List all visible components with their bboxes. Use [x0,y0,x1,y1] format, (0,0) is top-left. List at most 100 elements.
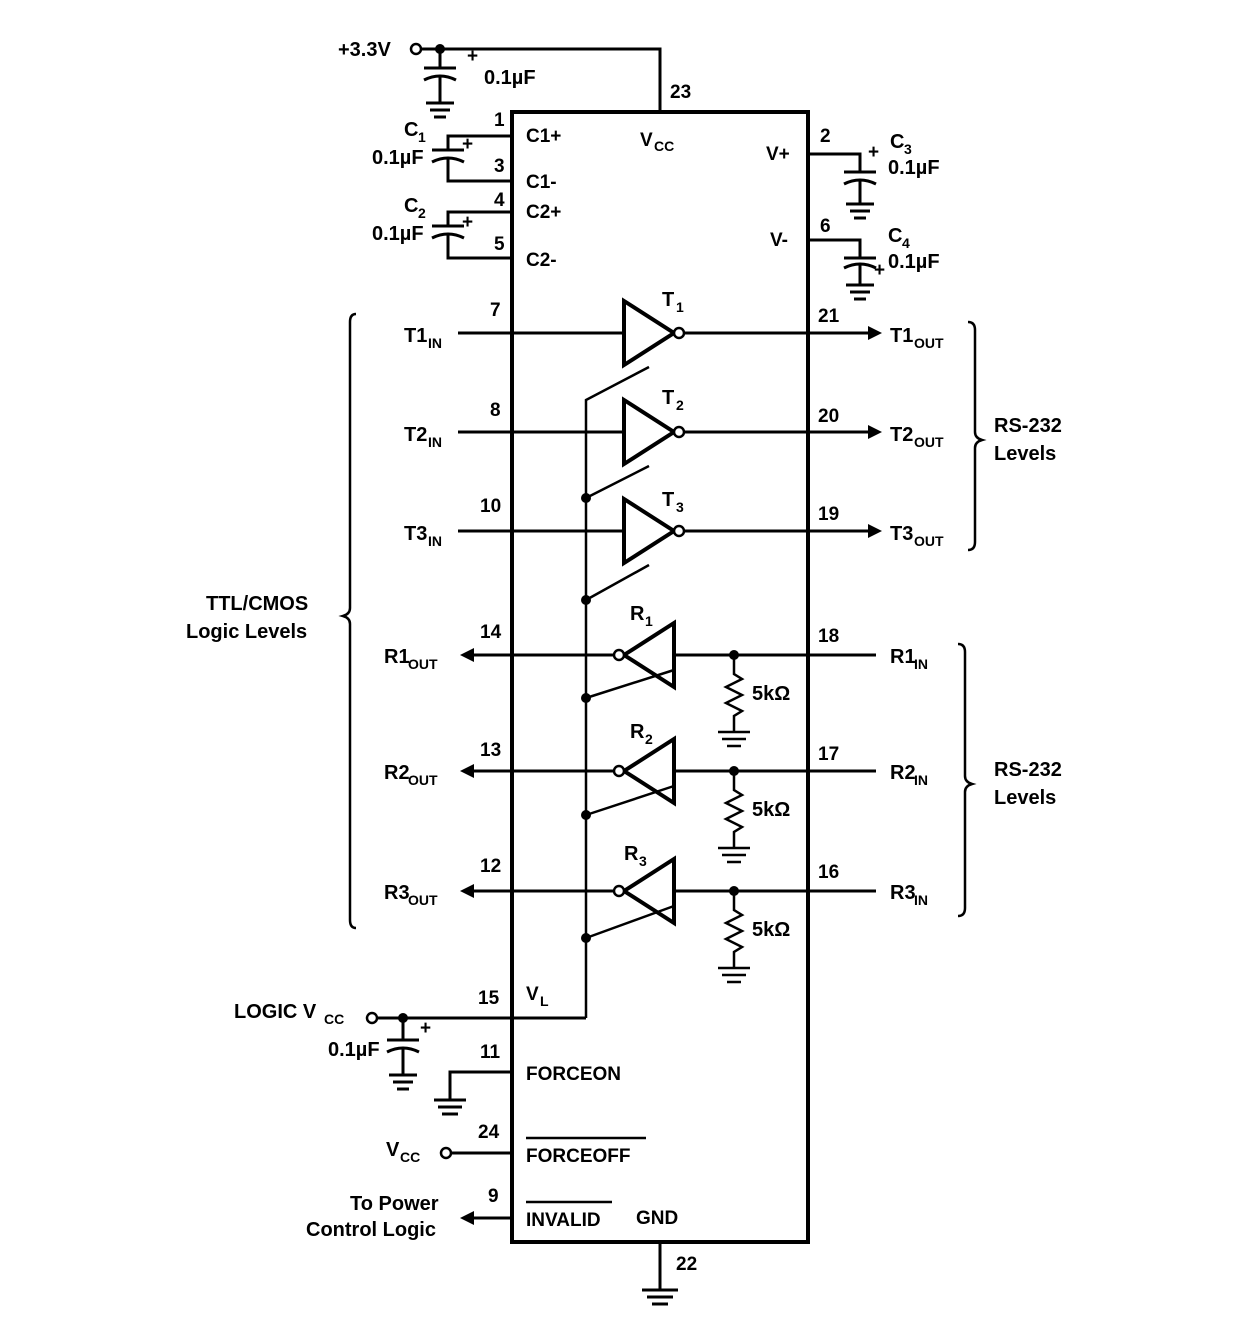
svg-text:11: 11 [480,1042,501,1063]
svg-text:+: + [462,212,473,233]
vplus-vminus-caps: + 2 V+ C 3 0.1µF + 6 V- C 4 0.1µF [766,126,940,301]
pin-23: 23 [670,82,691,103]
svg-text:RS-232: RS-232 [994,759,1062,781]
vl-bus [581,365,675,1018]
svg-text:TTL/CMOS: TTL/CMOS [206,593,308,615]
svg-text:13: 13 [480,740,501,761]
svg-text:T: T [662,387,674,409]
forceoff-section: V CC 24 FORCEOFF [386,1122,646,1167]
svg-text:12: 12 [480,856,501,877]
svg-text:V: V [640,130,653,151]
receiver-r1: 5kΩ R1 OUT 14 R 1 18 R1 IN [384,603,928,748]
svg-text:5kΩ: 5kΩ [752,683,790,705]
svg-text:FORCEON: FORCEON [526,1064,621,1085]
svg-text:R2: R2 [384,762,410,784]
svg-text:R1: R1 [384,646,410,668]
svg-text:C2+: C2+ [526,202,561,223]
svg-text:0.1µF: 0.1µF [328,1039,380,1061]
driver-t2: T2 IN 8 T 2 20 T2 OUT [404,387,944,468]
svg-text:15: 15 [478,988,500,1009]
svg-text:2: 2 [820,126,831,147]
svg-text:OUT: OUT [914,533,944,549]
svg-text:R: R [624,843,639,865]
svg-text:0.1µF: 0.1µF [372,223,424,245]
supply-section: +3.3V + 0.1µF 23 V CC [338,39,691,154]
svg-text:T2: T2 [890,424,913,446]
svg-text:IN: IN [914,772,928,788]
svg-text:C: C [888,225,902,247]
svg-text:3: 3 [904,141,912,157]
svg-text:T: T [662,489,674,511]
svg-text:T3: T3 [890,523,913,545]
svg-text:R1: R1 [890,646,916,668]
svg-text:21: 21 [818,306,840,327]
svg-text:T2: T2 [404,424,427,446]
svg-text:19: 19 [818,504,839,525]
supply-cap-value: 0.1µF [484,67,536,89]
svg-text:0.1µF: 0.1µF [888,251,940,273]
svg-text:Control Logic: Control Logic [306,1219,436,1241]
svg-text:V+: V+ [766,144,790,165]
svg-text:+: + [467,46,478,67]
svg-text:T3: T3 [404,523,427,545]
svg-text:IN: IN [428,434,442,450]
svg-text:RS-232: RS-232 [994,415,1062,437]
svg-text:5kΩ: 5kΩ [752,799,790,821]
svg-text:4: 4 [494,190,505,211]
svg-text:22: 22 [676,1254,697,1275]
svg-text:V: V [386,1139,400,1161]
svg-text:LOGIC V: LOGIC V [234,1001,317,1023]
receiver-r3: 5kΩ R3 OUT 12 R 3 16 R3 IN [384,843,928,984]
svg-text:7: 7 [490,300,501,321]
svg-text:T1: T1 [404,325,427,347]
svg-text:GND: GND [636,1208,678,1229]
svg-text:14: 14 [480,622,502,643]
svg-text:R: R [630,603,645,625]
svg-text:2: 2 [676,397,684,413]
svg-text:9: 9 [488,1186,499,1207]
svg-text:5: 5 [494,234,505,255]
svg-text:OUT: OUT [408,656,438,672]
svg-text:+: + [874,260,885,281]
svg-text:IN: IN [914,656,928,672]
invalid-section: 9 INVALID GND To Power Control Logic [306,1186,678,1241]
svg-text:C: C [404,195,418,217]
receiver-r2: 5kΩ R2 OUT 13 R 2 17 R2 IN [384,721,928,864]
svg-text:V-: V- [770,230,788,251]
svg-text:3: 3 [676,499,684,515]
svg-text:0.1µF: 0.1µF [888,157,940,179]
logic-vcc-section: LOGIC V CC + 0.1µF 15 V L [234,984,586,1091]
svg-text:+: + [420,1018,431,1039]
svg-text:1: 1 [645,613,653,629]
svg-text:FORCEOFF: FORCEOFF [526,1146,631,1167]
driver-t3: T3 IN 10 T 3 19 T3 OUT [404,489,944,567]
group-labels: TTL/CMOS Logic Levels RS-232 Levels RS-2… [186,312,1062,930]
svg-text:4: 4 [902,235,910,251]
svg-text:CC: CC [400,1149,420,1165]
svg-text:C1-: C1- [526,172,557,193]
svg-text:CC: CC [324,1011,344,1027]
svg-text:8: 8 [490,400,501,421]
svg-text:3: 3 [639,853,647,869]
svg-text:Levels: Levels [994,443,1056,465]
svg-text:16: 16 [818,862,839,883]
svg-text:Levels: Levels [994,787,1056,809]
svg-text:5kΩ: 5kΩ [752,919,790,941]
svg-text:0.1µF: 0.1µF [372,147,424,169]
svg-text:1: 1 [418,129,426,145]
svg-text:IN: IN [428,533,442,549]
svg-text:CC: CC [654,138,674,154]
svg-text:OUT: OUT [408,772,438,788]
driver-t1: T1 IN 7 T 1 21 T1 OUT [404,289,944,369]
svg-text:2: 2 [645,731,653,747]
svg-text:1: 1 [494,110,505,131]
svg-text:24: 24 [478,1122,500,1143]
svg-text:IN: IN [428,335,442,351]
supply-label: +3.3V [338,39,391,61]
svg-text:C: C [404,119,418,141]
svg-text:+: + [462,134,473,155]
svg-text:10: 10 [480,496,501,517]
svg-text:To Power: To Power [350,1193,439,1215]
svg-text:20: 20 [818,406,839,427]
